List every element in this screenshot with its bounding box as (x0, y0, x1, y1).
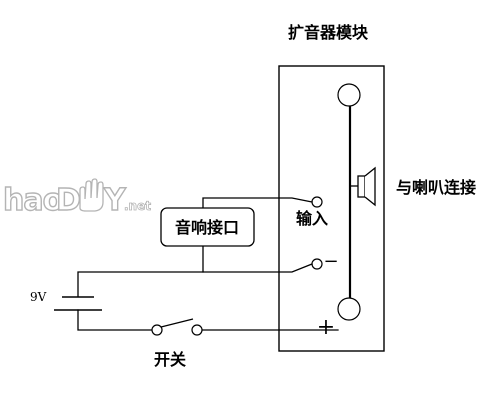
audio-interface-box (160, 207, 255, 247)
hand-icon (79, 178, 104, 212)
battery-voltage-label: 9V (30, 290, 47, 304)
svg-text:D: D (56, 183, 81, 218)
battery-icon (54, 296, 102, 311)
svg-text:hao: hao (3, 183, 63, 218)
watermark-logo: hao D Y .net (2, 178, 152, 219)
switch-label: 开关 (154, 350, 186, 369)
minus-sign: − (323, 251, 338, 272)
module-title: 扩音器模块 (288, 23, 369, 42)
input-label: 输入 (296, 209, 328, 228)
input-jack-bottom (311, 258, 323, 270)
svg-text:Y: Y (103, 183, 127, 218)
speaker-connection-label: 与喇叭连接 (396, 178, 476, 197)
amplifier-module-box (278, 65, 385, 352)
audio-interface-label: 音响接口 (175, 218, 239, 237)
speaker-terminal-top (337, 83, 361, 107)
speaker-icon (357, 166, 376, 207)
speaker-terminal-bottom (337, 297, 361, 321)
switch-icon (151, 318, 203, 336)
plus-sign: + (317, 315, 335, 340)
battery-negative-wire (77, 271, 204, 297)
input-jack-top (311, 196, 323, 208)
battery-positive-wire (77, 309, 153, 331)
input-ground-wire (202, 243, 313, 273)
svg-text:.net: .net (124, 199, 151, 213)
